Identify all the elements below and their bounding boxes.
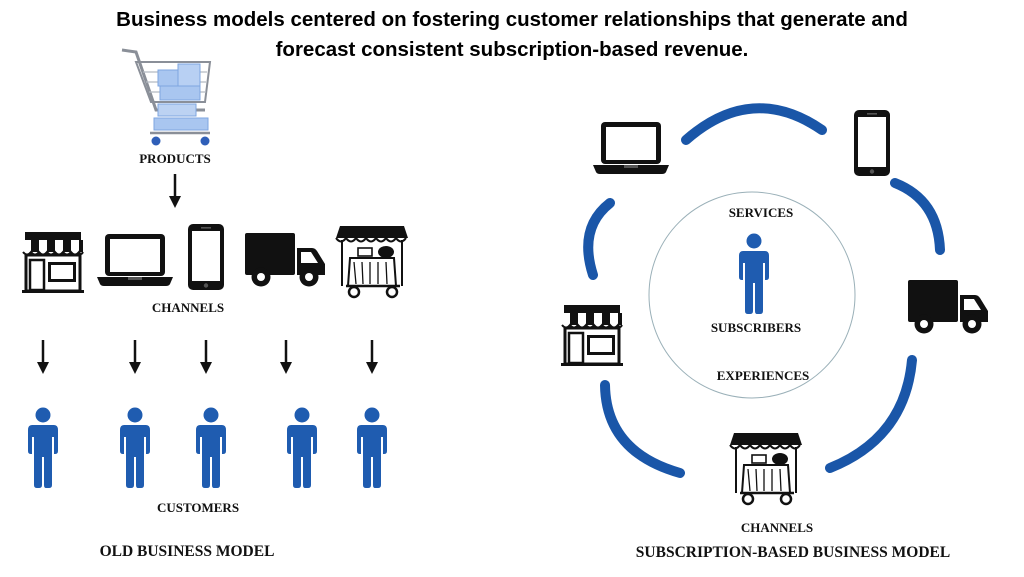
old-model-caption: OLD BUSINESS MODEL [100, 543, 275, 560]
smartphone-icon [188, 224, 224, 290]
title-line-2: forecast consistent subscription-based r… [276, 38, 749, 61]
subscription-model: SERVICES SUBSCRIBERS EXPERIENCES CHANNEL… [559, 103, 988, 561]
truck-icon [908, 280, 988, 334]
arrow-down-icon [35, 338, 51, 376]
laptop-icon [97, 234, 173, 286]
cycle-arc [825, 355, 917, 473]
truck-icon [245, 233, 325, 287]
laptop-icon [593, 122, 669, 174]
store-icon [559, 303, 625, 368]
channels-label: CHANNELS [152, 300, 224, 315]
products-label: PRODUCTS [139, 151, 211, 166]
experiences-label: EXPERIENCES [717, 368, 809, 383]
cycle-arc [600, 380, 685, 478]
channels-label: CHANNELS [741, 520, 813, 535]
person-icon [739, 233, 769, 314]
cycle-ring [583, 103, 945, 478]
arrow-down-icon [278, 338, 294, 376]
person-icon [196, 407, 226, 488]
person-icon [120, 407, 150, 488]
cycle-arc [681, 103, 827, 145]
subscription-model-caption: SUBSCRIPTION-BASED BUSINESS MODEL [636, 544, 950, 561]
person-icon [287, 407, 317, 488]
title-line-1: Business models centered on fostering cu… [116, 8, 908, 31]
services-label: SERVICES [729, 205, 794, 220]
arrow-down-icon [364, 338, 380, 376]
arrow-down-icon [198, 338, 214, 376]
cycle-arc [583, 198, 615, 280]
customers-label: CUSTOMERS [157, 500, 239, 515]
old-business-model: PRODUCTS CHANNELS CUSTOMERS OLD BUSINESS… [20, 48, 410, 560]
arrow-down-icon [167, 172, 183, 210]
cycle-arc [890, 178, 945, 255]
subscribers-label: SUBSCRIBERS [711, 320, 801, 335]
store-icon [20, 230, 86, 295]
food-cart-icon [728, 431, 804, 506]
inner-ring [648, 191, 856, 399]
person-icon [28, 407, 58, 488]
arrow-down-icon [127, 338, 143, 376]
shopping-cart-icon [121, 48, 212, 146]
person-icon [357, 407, 387, 488]
smartphone-icon [854, 110, 890, 176]
food-cart-icon [334, 224, 410, 299]
